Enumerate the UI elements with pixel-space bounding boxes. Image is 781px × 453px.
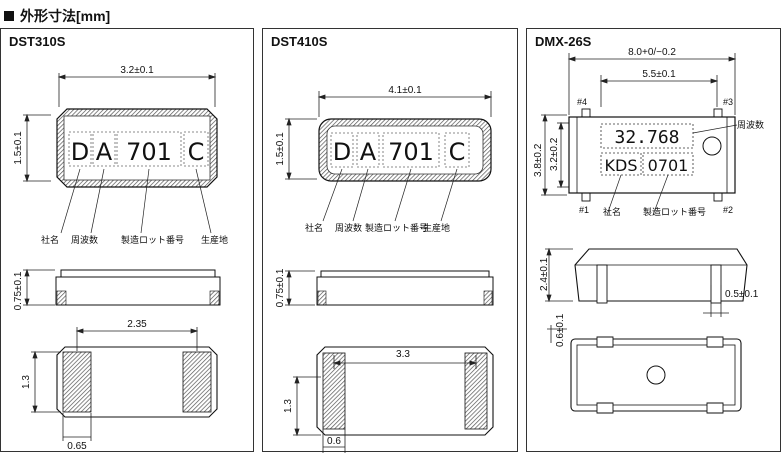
marking-brand: KDS	[605, 156, 638, 175]
dim-thickness: 2.4±0.1	[539, 257, 550, 291]
label-lot: 製造ロット番号	[643, 206, 706, 217]
dmx26s-bottom-hole	[646, 365, 666, 385]
panel-title: DST410S	[271, 34, 328, 49]
dmx26s-package-top	[568, 116, 736, 194]
pin-3: #3	[723, 97, 733, 107]
dst310s-lid	[60, 269, 216, 278]
marking-d: D	[333, 138, 351, 166]
pad-left	[322, 352, 346, 430]
dim-height: 1.5±0.1	[13, 131, 24, 165]
dim-thickness: 0.75±0.1	[275, 268, 286, 307]
pin-4: #4	[577, 97, 587, 107]
dim-width: 4.1±0.1	[388, 85, 422, 96]
label-origin: 生産地	[423, 222, 450, 233]
dim-width: 8.0+0/−0.2	[628, 47, 676, 58]
dst410s-lid	[320, 270, 490, 278]
dim-pad-width: 0.6	[327, 436, 341, 447]
pad-right	[182, 351, 212, 413]
marking-lot: 0701	[648, 156, 689, 175]
marking-lot: 701	[388, 138, 434, 166]
marking-frequency: 32.768	[614, 127, 679, 148]
marking-d: D	[71, 138, 89, 166]
dim-inner-width: 5.5±0.1	[642, 69, 676, 80]
marking-origin: C	[449, 138, 466, 166]
dim-height-outer: 3.8±0.2	[533, 143, 544, 177]
dim-pad-spacing: 2.35	[127, 319, 147, 330]
marking-origin: C	[188, 138, 205, 166]
dim-pad-height: 1.3	[21, 375, 32, 389]
bullet-square-icon	[4, 11, 14, 21]
dim-pad-height: 1.3	[283, 399, 294, 413]
page-title: 外形寸法[mm]	[20, 8, 111, 24]
pad-right	[464, 352, 488, 430]
marking-a: A	[96, 138, 113, 166]
dim-width: 3.2±0.1	[120, 65, 154, 76]
panel-dst310s: DST310S 3.2±0.1 1.5±0.1 D A 701 C	[0, 28, 254, 452]
panel-title: DST310S	[9, 34, 66, 49]
dst310s-marking-area	[63, 115, 211, 181]
label-company: 社名	[41, 234, 59, 245]
label-frequency: 周波数	[71, 234, 98, 245]
dst410s-drawing: 4.1±0.1 1.5±0.1 D A 701 C 社名 周波数 製造ロット番号…	[275, 85, 494, 453]
panel-dmx26s: DMX-26S 8.0+0/−0.2 5.5±0.1 3.8±0.2 3.2±0…	[526, 28, 781, 452]
pin-2: #2	[723, 205, 733, 215]
dst410s-marking-area	[326, 125, 484, 175]
dim-lead: 0.5±0.1	[725, 289, 759, 300]
dst310s-body-side	[55, 276, 221, 306]
dst310s-package-bottom	[56, 346, 218, 418]
label-lot: 製造ロット番号	[365, 222, 428, 233]
pin-1: #1	[579, 205, 589, 215]
dim-pad-spacing: 3.3	[396, 349, 410, 360]
marking-a: A	[360, 138, 377, 166]
label-frequency: 周波数	[737, 119, 764, 130]
label-company: 社名	[305, 222, 323, 233]
dmx26s-drawing: 8.0+0/−0.2 5.5±0.1 3.8±0.2 3.2±0.2 32.76…	[533, 47, 764, 414]
dst310s-drawing: 3.2±0.1 1.5±0.1 D A 701 C 社名 周波数 製造ロット番号…	[13, 65, 228, 452]
dim-thickness: 0.75±0.1	[13, 271, 24, 310]
page-header: 外形寸法[mm]	[4, 6, 110, 26]
pad-left	[62, 351, 92, 413]
panel-title: DMX-26S	[535, 34, 592, 49]
label-company: 社名	[603, 206, 621, 217]
dim-standoff: 0.6±0.1	[555, 313, 566, 347]
label-origin: 生産地	[201, 234, 228, 245]
marking-lot: 701	[126, 138, 172, 166]
dim-height-inner: 3.2±0.2	[549, 137, 560, 171]
dim-height: 1.5±0.1	[275, 132, 286, 166]
dst410s-body-side	[316, 276, 494, 306]
dmx26s-pin1-hole	[702, 136, 722, 156]
panel-dst410s: DST410S 4.1±0.1 1.5±0.1 D A 701 C	[262, 28, 518, 453]
label-lot: 製造ロット番号	[121, 234, 184, 245]
label-frequency: 周波数	[335, 222, 362, 233]
dst410s-package-bottom	[316, 346, 494, 436]
dim-pad-width: 0.65	[67, 441, 87, 452]
